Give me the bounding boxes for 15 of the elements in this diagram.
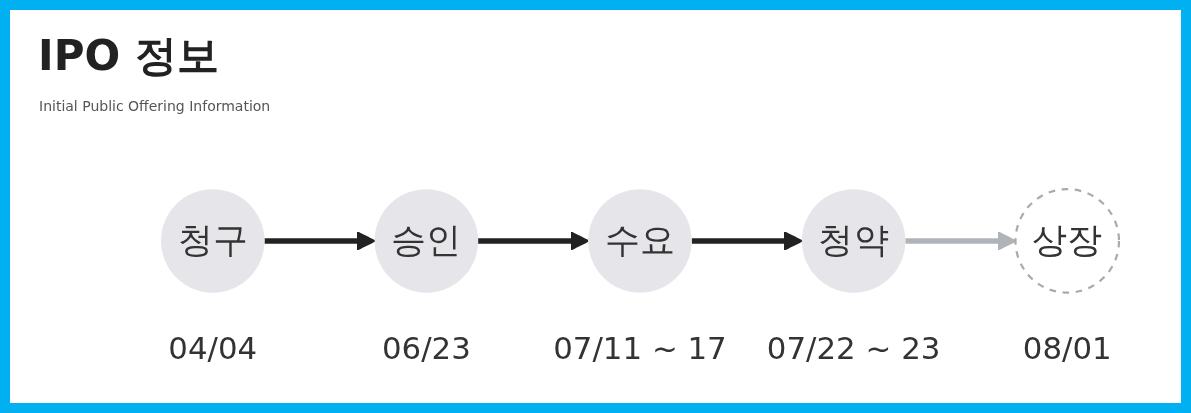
node-circle: 수요 bbox=[588, 189, 692, 293]
page-title: IPO 정보 bbox=[38, 30, 219, 82]
subtitle: Initial Public Offering Information bbox=[39, 98, 271, 114]
arrow bbox=[691, 231, 803, 251]
node-circle: 청구 bbox=[161, 189, 265, 293]
arrow bbox=[264, 231, 376, 251]
node-circle: 승인 bbox=[374, 189, 479, 293]
date-label: 06/23 bbox=[381, 329, 471, 366]
arrow bbox=[478, 231, 590, 251]
node-circle: 청약 bbox=[801, 189, 906, 293]
date-label: 07/11 ~ 17 bbox=[553, 329, 727, 366]
date-label: 08/01 bbox=[1022, 329, 1112, 366]
date-label: 04/04 bbox=[168, 329, 258, 366]
date-label: 07/22 ~ 23 bbox=[766, 329, 941, 366]
node-circle: 상장 bbox=[1014, 188, 1121, 294]
